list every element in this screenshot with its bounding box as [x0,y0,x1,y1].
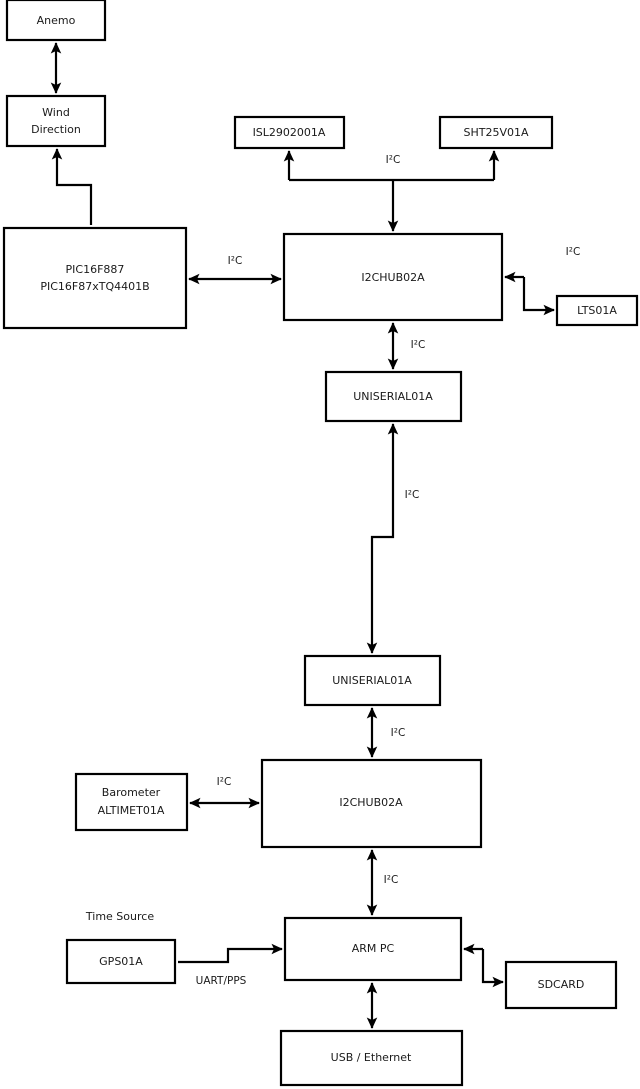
node-sdcard-label: SDCARD [538,978,585,991]
node-sht25v01a-box[interactable] [438,115,554,150]
node-uniserial01a-top-label: UNISERIAL01A [353,390,433,403]
node-anemo[interactable]: Anemo [5,0,107,42]
connector-armpc-sdcard-elbow [481,949,504,988]
connector-uniserial-link [366,423,399,654]
edge-label-hub-lts: I²C [566,246,581,258]
node-arm-pc-box[interactable] [283,916,463,982]
node-arm-pc-label: ARM PC [352,942,395,955]
node-i2chub02a-top-box[interactable] [282,232,504,322]
node-isl2902001a-box[interactable] [233,115,346,150]
node-pic-mcu[interactable]: PIC16F887 PIC16F87xTQ4401B [2,226,188,330]
node-lts01a-label: LTS01A [577,304,617,317]
node-isl2902001a-label: ISL2902001A [253,126,326,139]
node-barometer-label-line1: Barometer [102,786,161,799]
node-usb-ethernet-box[interactable] [279,1029,464,1087]
node-i2chub02a-bottom-label: I2CHUB02A [339,796,403,809]
node-pic-mcu-box[interactable] [2,226,188,330]
connector-wind-pic [51,148,93,225]
connector-labels-layer: I²C I²C I²C I²C I²C I²C I²C I²C UART/PPS [196,154,581,987]
node-uniserial01a-top[interactable]: UNISERIAL01A [324,370,463,423]
node-usb-ethernet-label: USB / Ethernet [331,1051,412,1064]
node-anemo-box[interactable] [5,0,107,42]
connectors-layer [50,42,555,1029]
edge-label-sensor-bus: I²C [386,154,401,166]
edge-label-uniserial-hub: I²C [391,727,406,739]
node-isl2902001a[interactable]: ISL2902001A [233,115,346,150]
node-sdcard[interactable]: SDCARD [504,960,618,1010]
connector-hub-lts-elbow [522,277,555,316]
node-barometer-box[interactable] [74,772,189,832]
node-sht25v01a-label: SHT25V01A [463,126,528,139]
node-uniserial01a-bottom-box[interactable] [303,654,442,707]
node-uniserial01a-bottom[interactable]: UNISERIAL01A [303,654,442,707]
edge-label-barometer-hub: I²C [217,776,232,788]
edge-label-pic-hub: I²C [228,255,243,267]
node-wind-direction[interactable]: Wind Direction [5,94,107,148]
node-barometer[interactable]: Barometer ALTIMET01A [74,772,189,832]
node-i2chub02a-bottom[interactable]: I2CHUB02A [260,758,483,849]
node-wind-direction-label-line1: Wind [42,106,70,119]
edge-label-gps-armpc: UART/PPS [196,975,247,987]
node-uniserial01a-bottom-label: UNISERIAL01A [332,674,412,687]
node-sht25v01a[interactable]: SHT25V01A [438,115,554,150]
node-i2chub02a-bottom-box[interactable] [260,758,483,849]
node-uniserial01a-top-box[interactable] [324,370,463,423]
node-i2chub02a-top[interactable]: I2CHUB02A [282,232,504,322]
edge-label-uniserial-link: I²C [405,489,420,501]
connector-gps-armpc [178,943,283,964]
edge-label-hub-uniserial: I²C [411,339,426,351]
node-pic-mcu-label-line2: PIC16F87xTQ4401B [40,280,149,293]
node-sdcard-box[interactable] [504,960,618,1010]
time-source-label: Time Source [85,910,154,923]
node-wind-direction-box[interactable] [5,94,107,148]
node-barometer-label-line2: ALTIMET01A [98,804,165,817]
edge-label-hub-armpc: I²C [384,874,399,886]
free-labels-layer: Time Source [85,910,154,923]
node-pic-mcu-label-line1: PIC16F887 [66,263,125,276]
node-lts01a-box[interactable] [555,294,639,327]
node-gps01a-label: GPS01A [99,955,143,968]
node-anemo-label: Anemo [37,14,76,27]
node-lts01a[interactable]: LTS01A [555,294,639,327]
node-gps01a-box[interactable] [65,938,177,985]
node-arm-pc[interactable]: ARM PC [283,916,463,982]
node-i2chub02a-top-label: I2CHUB02A [361,271,425,284]
node-gps01a[interactable]: GPS01A [65,938,177,985]
node-usb-ethernet[interactable]: USB / Ethernet [279,1029,464,1087]
node-wind-direction-label-line2: Direction [31,123,81,136]
